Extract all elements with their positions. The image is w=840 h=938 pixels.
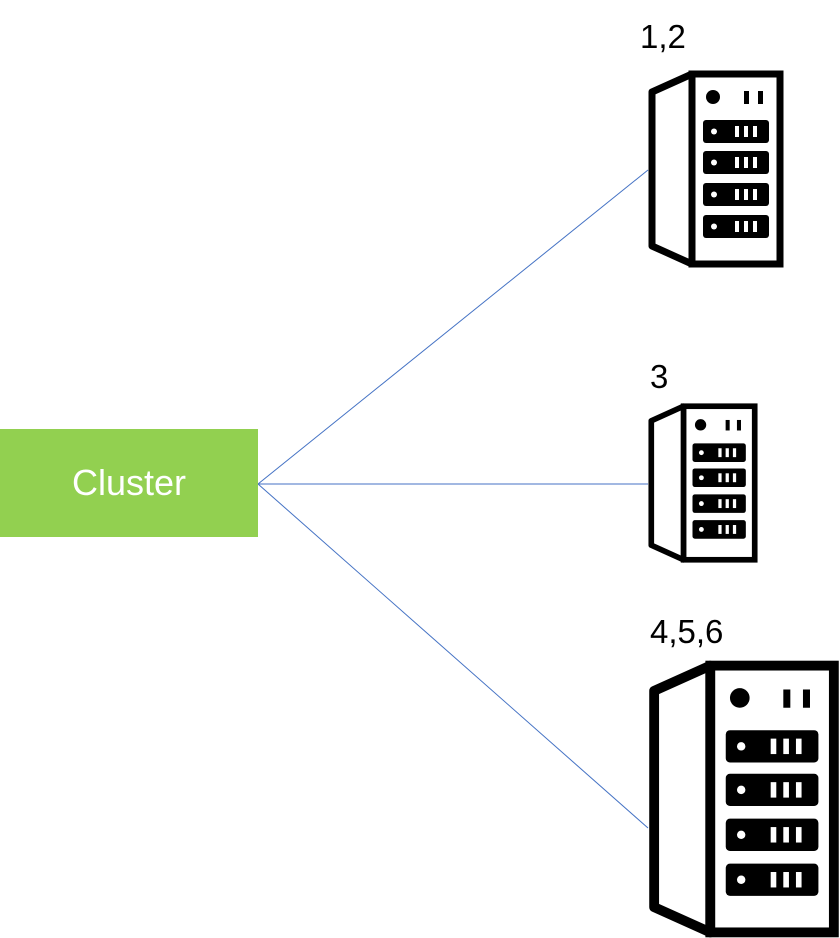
connector-line-server-1-2 [257, 169, 649, 485]
connector-line-server-4-5-6 [257, 483, 649, 829]
server-label-1-2: 1,2 [640, 18, 686, 55]
cluster-label: Cluster [71, 462, 187, 503]
server-rack-icon [649, 660, 839, 938]
server-label-4-5-6: 4,5,6 [650, 613, 724, 650]
server-rack-icon [648, 70, 784, 268]
cluster-node: Cluster [0, 429, 258, 537]
server-label-3: 3 [650, 358, 669, 395]
server-rack-icon [648, 403, 758, 563]
